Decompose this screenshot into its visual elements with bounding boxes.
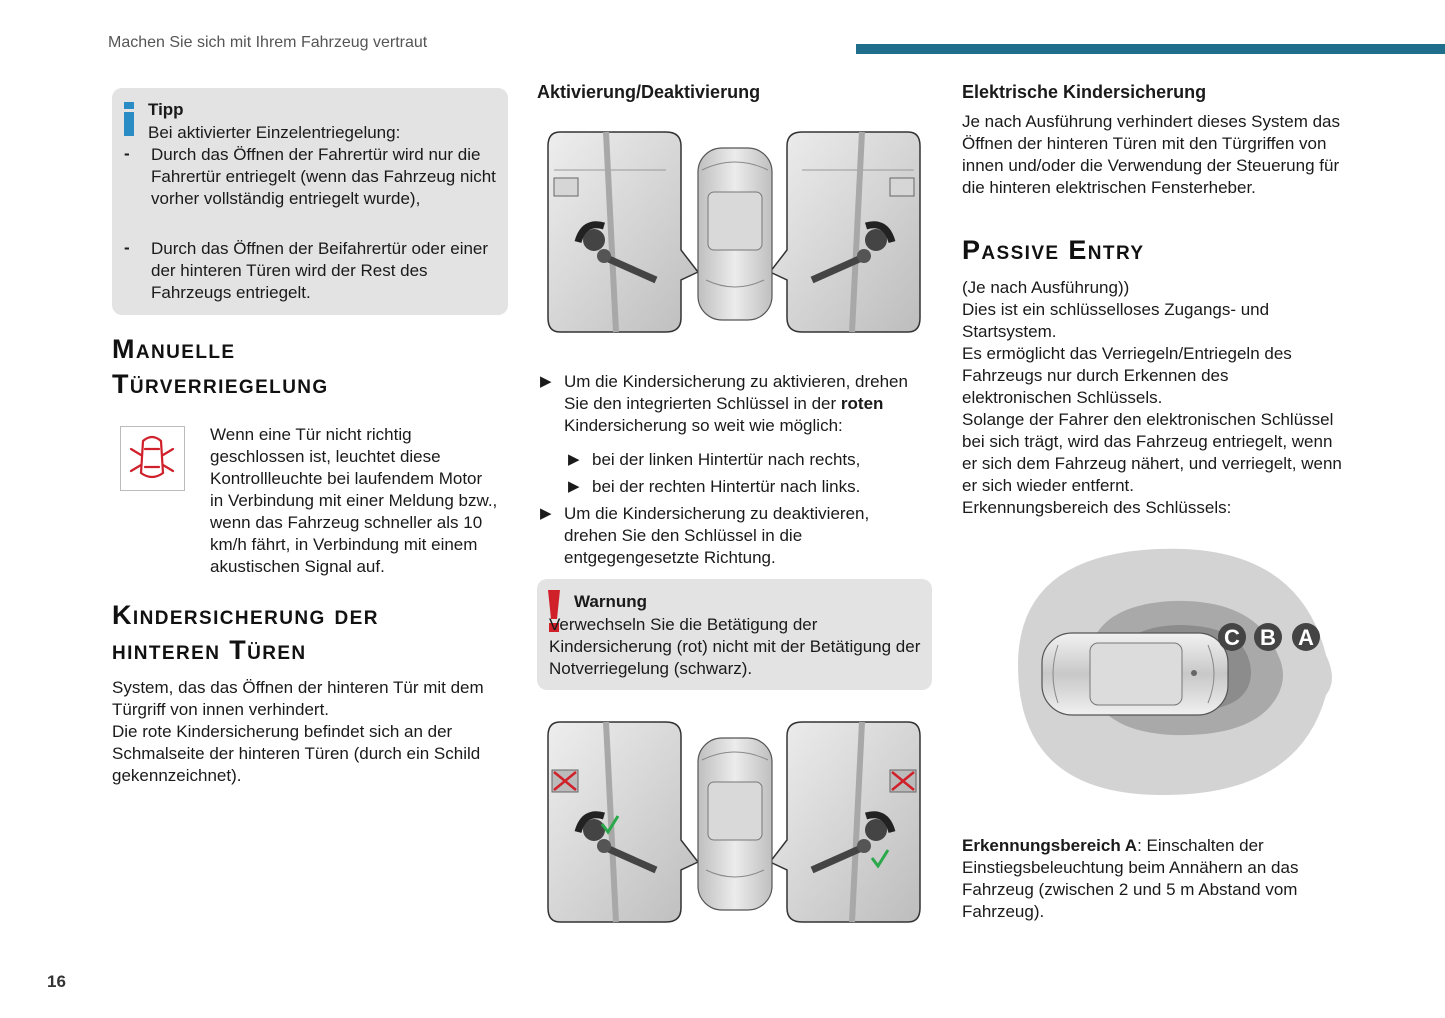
section-title-child-lock-line2: hinteren Türen: [112, 635, 307, 665]
zone-label-c: C: [1224, 625, 1240, 650]
triangle-bullet-icon: ▶: [568, 478, 580, 495]
electric-lock-title: Elektrische Kindersicherung: [962, 82, 1207, 102]
passive-entry-p3: Es ermöglicht das Verriegeln/Entriegeln …: [962, 344, 1292, 407]
passive-entry-p1: (Je nach Ausführung)): [962, 278, 1130, 297]
tip-title: Tipp: [148, 100, 184, 119]
activation-step-1: Um die Kindersicherung zu aktivieren, dr…: [564, 371, 929, 437]
warning-text: Verwechseln Sie die Betätigung der Kinde…: [549, 615, 921, 678]
zone-a-description: Erkennungsbereich A: Einschalten der Ein…: [962, 835, 1342, 923]
child-lock-activation-illustration: [547, 131, 921, 333]
section-title-passive-entry: Passive Entry: [962, 235, 1145, 265]
dash-bullet: -: [124, 238, 130, 257]
activation-step-1-text: Um die Kindersicherung zu aktivieren, dr…: [564, 372, 908, 413]
passive-entry-p4: Solange der Fahrer den elektronischen Sc…: [962, 410, 1342, 495]
warning-box: [537, 579, 932, 690]
triangle-bullet-icon: ▶: [540, 373, 552, 390]
section-title-manual-lock-line1: Manuelle: [112, 334, 236, 364]
exclamation-icon: [548, 590, 560, 632]
activation-substep-right: bei der rechten Hintertür nach links.: [592, 477, 861, 496]
triangle-bullet-icon: ▶: [540, 505, 552, 522]
section-title-child-lock-line1: Kindersicherung der: [112, 600, 379, 630]
passive-entry-p2: Dies ist ein schlüsselloses Zugangs- und…: [962, 300, 1270, 341]
zone-a-label: Erkennungsbereich A: [962, 836, 1138, 855]
page-number: 16: [47, 972, 66, 991]
activation-step-1-bold: roten: [840, 394, 884, 413]
warning-title: Warnung: [574, 592, 648, 611]
car-top-view: [1041, 632, 1229, 716]
dash-bullet: -: [124, 144, 130, 163]
tip-item: Durch das Öffnen der Fahrertür wird nur …: [151, 145, 496, 208]
tip-intro: Bei aktivierter Einzelentriegelung:: [148, 123, 401, 142]
zone-label-a: A: [1298, 625, 1314, 650]
zone-a-text: : Einschalten der Einstiegsbeleuchtung b…: [962, 836, 1299, 921]
header-accent-bar: [856, 44, 1445, 54]
info-icon: [124, 102, 134, 136]
child-lock-text-2: Die rote Kindersicherung befindet sich a…: [112, 722, 481, 785]
zone-label-b: B: [1260, 625, 1276, 650]
activation-title: Aktivierung/Deaktivierung: [537, 82, 761, 102]
activation-substep-left: bei der linken Hintertür nach rechts,: [592, 450, 861, 469]
running-header: Machen Sie sich mit Ihrem Fahrzeug vertr…: [108, 34, 428, 51]
passive-entry-p5: Erkennungsbereich des Schlüssels:: [962, 498, 1232, 517]
deactivation-step: Um die Kindersicherung zu deaktivieren, …: [564, 504, 870, 567]
key-detection-zone-diagram: C B A: [1018, 548, 1332, 796]
child-lock-text-1: System, das das Öffnen der hinteren Tür …: [112, 678, 484, 719]
tip-box: [112, 88, 508, 315]
electric-lock-text: Je nach Ausführung verhindert dieses Sys…: [962, 112, 1340, 197]
activation-step-1-text-end: Kindersicherung so weit wie möglich:: [564, 416, 843, 435]
triangle-bullet-icon: ▶: [568, 451, 580, 468]
child-lock-deactivation-illustration: [547, 721, 921, 923]
door-open-warning-icon: [129, 435, 175, 479]
manual-lock-text: Wenn eine Tür nicht richtig geschlossen …: [210, 425, 498, 576]
door-warning-lamp: [120, 426, 185, 491]
section-title-manual-lock-line2: Türverriegelung: [112, 369, 329, 399]
tip-item: Durch das Öffnen der Beifahrertür oder e…: [151, 239, 489, 302]
